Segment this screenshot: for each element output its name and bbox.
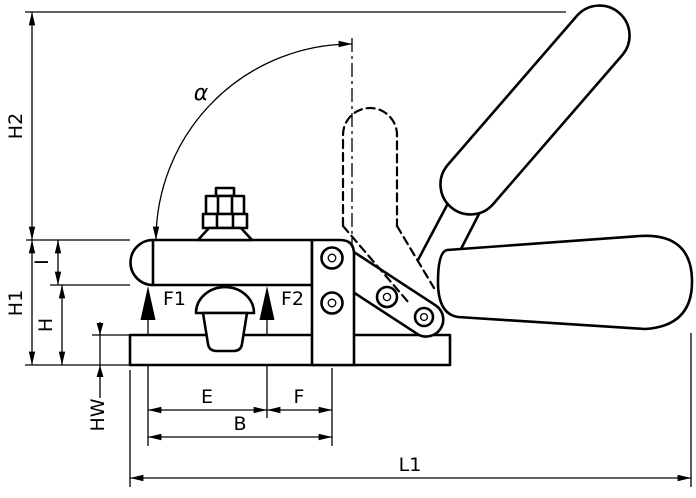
dim-arrow-hw-top	[96, 323, 104, 335]
hex-nut-top	[204, 194, 246, 216]
clamp-body	[128, 4, 694, 367]
force-arrow-f2	[259, 286, 275, 320]
base-plate	[128, 333, 452, 367]
pressure-dome	[194, 285, 256, 315]
dim-label-i: I	[31, 259, 53, 265]
dim-label-hw: HW	[87, 398, 109, 431]
rubber-foot	[201, 311, 249, 353]
pivot-rivets	[320, 246, 435, 328]
dim-label-alpha: α	[194, 81, 209, 106]
clamp-bar	[129, 238, 314, 287]
force-label-f1: F1	[163, 288, 186, 310]
dim-label-h2: H2	[5, 113, 27, 139]
dim-label-l1: L1	[399, 454, 422, 476]
dim-arrow-hw-bottom	[96, 365, 104, 377]
dim-arc-alpha	[152, 40, 353, 241]
jam-nut	[201, 212, 249, 230]
dim-label-h1: H1	[5, 290, 27, 316]
force-arrows	[140, 286, 275, 320]
dim-label-h: H	[35, 318, 57, 332]
dimension-labels: H2 I H1 H HW α F1 F2 E F B L1	[5, 81, 421, 476]
force-label-f2: F2	[281, 288, 304, 310]
dim-label-f: F	[294, 386, 305, 408]
dim-label-b: B	[233, 413, 246, 435]
dimension-lines	[28, 12, 691, 482]
handle-open-position	[439, 4, 631, 216]
handle-closed	[436, 234, 694, 331]
flange-washer	[196, 226, 254, 242]
dim-label-e: E	[201, 386, 213, 408]
force-arrow-f1	[140, 286, 156, 320]
